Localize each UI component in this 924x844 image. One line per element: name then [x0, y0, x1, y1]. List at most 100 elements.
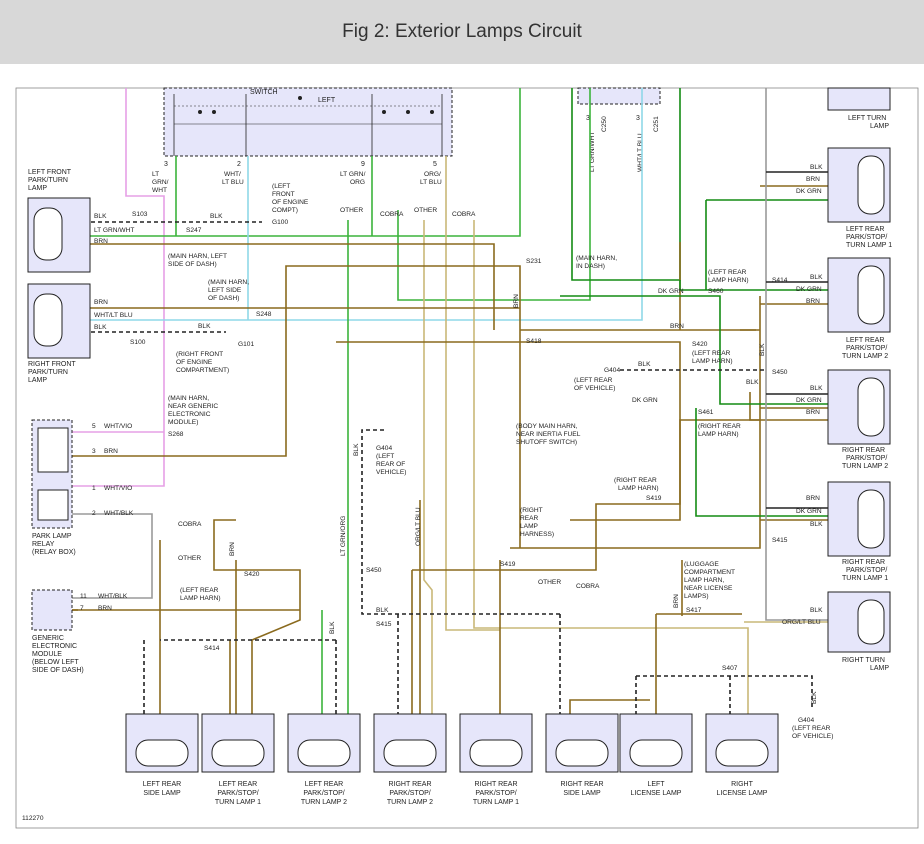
figure-number: 112270 — [22, 815, 44, 822]
g404b-1: G404 — [798, 717, 814, 724]
ltgrnorg-1: LT GRN/ — [340, 171, 366, 178]
mid-brn-vert: BRN — [513, 294, 520, 308]
s100: S100 — [130, 339, 146, 346]
top-cobra-1: COBRA — [380, 211, 404, 218]
r-g404: G404 — [604, 367, 620, 374]
r4-dkgrn: DK GRN — [796, 508, 822, 515]
r-g404-blk: BLK — [638, 361, 651, 368]
gem-w11: WHT/BLK — [98, 593, 128, 600]
headlamp-switch-block: SWITCH LEFT 3 2 9 5 — [163, 87, 453, 168]
rrh-4: HARNESS) — [520, 531, 554, 538]
bottom-lamp-2-label-1: LEFT REAR — [219, 781, 257, 788]
lug-5: LAMPS) — [684, 593, 709, 600]
lr1-3: TURN LAMP 1 — [846, 242, 892, 249]
g404b-3: OF VEHICLE) — [792, 733, 833, 740]
bottom-lamp-7-label-2: LICENSE LAMP — [631, 790, 682, 797]
lr1-1: LEFT REAR — [846, 226, 884, 233]
g100-n4: COMPT) — [272, 207, 298, 214]
rr2-2: PARK/STOP/ — [846, 455, 887, 462]
body-harn-3: SHUTOFF SWITCH) — [516, 439, 577, 446]
middle-labels: COBRA OTHER BRN S420 (LEFT REAR LAMP HAR… — [178, 294, 833, 740]
mid-s450: S450 — [366, 567, 382, 574]
lf-ltgrnwht: LT GRN/WHT — [94, 227, 134, 234]
rrh2-2: LAMP HARN) — [618, 485, 659, 492]
wire-ltgrnwht-top: LT GRN/WHT — [589, 132, 596, 172]
bottom-lamp-6-label-1: RIGHT REAR — [560, 781, 603, 788]
r-dkgrn-2: DK GRN — [632, 397, 658, 404]
mh-left2-3: OF DASH) — [208, 295, 240, 302]
lf-blk: BLK — [94, 213, 107, 220]
mh-left2-2: LEFT SIDE — [208, 287, 242, 294]
s231: S231 — [526, 258, 542, 265]
rr2-1: RIGHT REAR — [842, 447, 885, 454]
g404b-blk: BLK — [811, 691, 818, 704]
mh-dash-2: IN DASH) — [576, 263, 605, 270]
lf-lamp-l3: LAMP — [28, 185, 47, 192]
ltgrnwht-1: LT — [152, 171, 159, 178]
r4-brn: BRN — [806, 495, 820, 502]
rf-blk: BLK — [94, 324, 107, 331]
mid-s419: S419 — [500, 561, 516, 568]
r-s419: S419 — [646, 495, 662, 502]
lug-1: (LUGGAGE — [684, 561, 719, 568]
g404b-2: (LEFT REAR — [792, 725, 831, 732]
right-front-lamp: RIGHT FRONT PARK/TURN LAMP — [27, 283, 91, 384]
s100-blk: BLK — [198, 323, 211, 330]
top-wire-labels: LT GRN/ WHT WHT/ LT BLU LT GRN/ ORG ORG/… — [152, 171, 442, 194]
wires — [62, 88, 830, 760]
relay-l2: RELAY — [32, 541, 55, 548]
bottom-lamp-8-label-2: LICENSE LAMP — [717, 790, 768, 797]
relay-p2: 2 — [92, 510, 96, 517]
r-s450: S450 — [772, 369, 788, 376]
rrh-r1: (RIGHT REAR — [698, 423, 741, 430]
lrh-2: LAMP HARN) — [180, 595, 221, 602]
mid-blk-s415: BLK — [376, 607, 389, 614]
lf-brn: BRN — [94, 238, 108, 245]
g100-n3: OF ENGINE — [272, 199, 309, 206]
gem-l1: GENERIC — [32, 635, 64, 642]
g404-4: VEHICLE) — [376, 469, 406, 476]
lr1-2: PARK/STOP/ — [846, 234, 887, 241]
page-title: Fig 2: Exterior Lamps Circuit — [342, 21, 582, 42]
switch-label: SWITCH — [250, 89, 278, 96]
gem-note-3: ELECTRONIC — [168, 411, 211, 418]
r-s420: S420 — [692, 341, 708, 348]
gem-p7: 7 — [80, 605, 84, 612]
r-g404-n1: (LEFT REAR — [574, 377, 613, 384]
r2-blk: BLK — [810, 274, 823, 281]
rrh-1: (RIGHT — [520, 507, 543, 514]
mid-s415: S415 — [376, 621, 392, 628]
lt-turn-1: LEFT TURN — [848, 115, 886, 122]
lrh-1: (LEFT REAR — [180, 587, 219, 594]
s103: S103 — [132, 211, 148, 218]
mid-orgltblu: ORG/LT BLU — [415, 507, 422, 546]
bottom-lamp-3-label-3: TURN LAMP 2 — [301, 799, 347, 806]
lrh2-1: (LEFT REAR — [692, 350, 731, 357]
lr2-2: PARK/STOP/ — [846, 345, 887, 352]
rrh2-1: (RIGHT REAR — [614, 477, 657, 484]
r5-blk: BLK — [810, 607, 823, 614]
switch-pin-2: 2 — [237, 161, 241, 168]
g100: G100 — [272, 219, 288, 226]
relay-p3: 3 — [92, 448, 96, 455]
s103-blk: BLK — [210, 213, 223, 220]
wiring-diagram: SWITCH LEFT 3 2 9 5 3 3 C250 C251 LT GRN… — [15, 87, 919, 829]
r-g404-n2: OF VEHICLE) — [574, 385, 615, 392]
rf-lamp-l1: RIGHT FRONT — [28, 361, 76, 368]
pin-3-c250: 3 — [586, 115, 590, 122]
diagram-frame — [15, 87, 919, 829]
lug-brn: BRN — [673, 594, 680, 608]
relay-w3: BRN — [104, 448, 118, 455]
lug-2: COMPARTMENT — [684, 569, 735, 576]
gem-l2: ELECTRONIC — [32, 643, 77, 650]
rf-brn: BRN — [94, 299, 108, 306]
g404-blk: BLK — [353, 443, 360, 456]
relay-l3: (RELAY BOX) — [32, 549, 76, 556]
mid-s417: S417 — [686, 607, 702, 614]
whtltblu-1: WHT/ — [224, 171, 241, 178]
relay-w2: WHT/BLK — [104, 510, 134, 517]
front-labels: BLK LT GRN/WHT BRN BRN WHT/LT BLU BLK S1… — [94, 183, 617, 446]
mh-left2-1: (MAIN HARN, — [208, 279, 249, 286]
bottom-lamp-2-label-2: PARK/STOP/ — [217, 790, 258, 797]
